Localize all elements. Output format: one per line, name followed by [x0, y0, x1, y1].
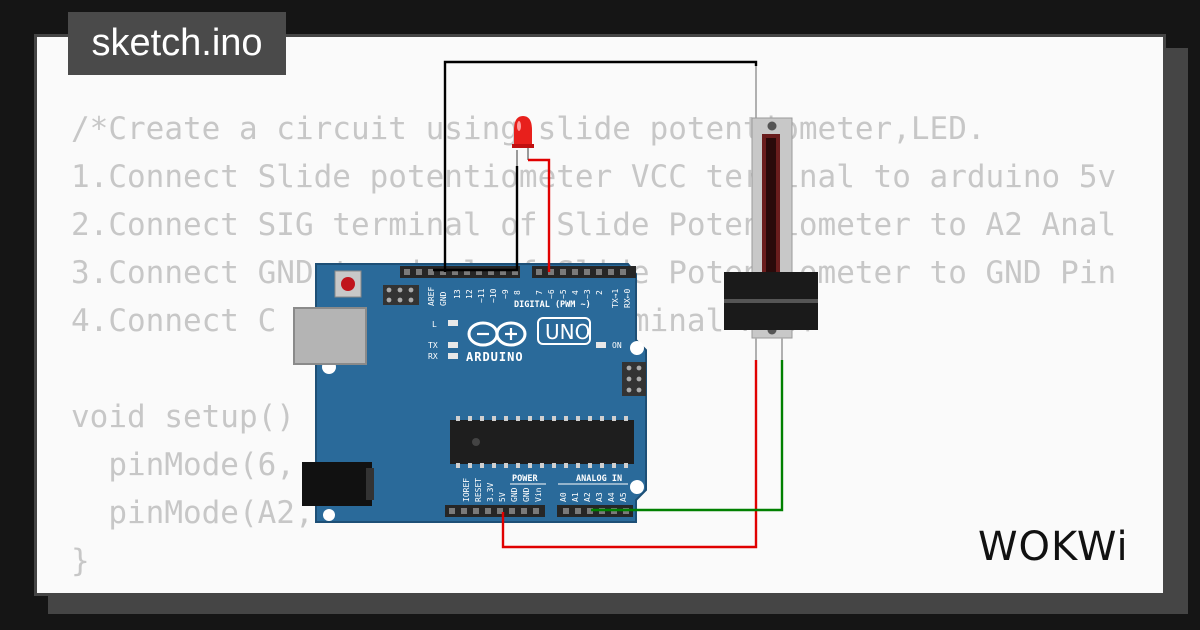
led-l: [448, 320, 458, 326]
board-brand: ARDUINO: [466, 350, 524, 364]
pin-label: RX←0: [623, 289, 632, 308]
pin-label: ~11: [477, 288, 486, 303]
pin-label: A5: [619, 492, 628, 502]
code-line: pinMode(A2,: [71, 495, 314, 531]
pin-label: A2: [583, 492, 592, 502]
pin-label: ~6: [547, 289, 556, 299]
pin-label: 4: [571, 290, 580, 295]
wire-a2-signal[interactable]: [591, 360, 784, 512]
led-tx-label: TX: [428, 341, 438, 350]
pin-label: GND: [439, 291, 448, 306]
pin-label: IOREF: [462, 478, 471, 502]
pin-label: 5V: [498, 492, 507, 502]
pin-label: A4: [607, 492, 616, 502]
pin-label: ~10: [489, 288, 498, 303]
power-header: [445, 505, 545, 517]
pin-label: 12: [465, 289, 474, 299]
pin-label: 8: [513, 290, 522, 295]
slider-knob[interactable]: [724, 272, 818, 330]
pin-label: ~9: [501, 289, 510, 299]
led-tx: [448, 342, 458, 348]
arduino-logo: [467, 321, 527, 347]
board-model: UNO: [545, 320, 590, 344]
wire-led-gnd[interactable]: [443, 60, 758, 272]
pin-label: RESET: [474, 478, 483, 502]
wokwi-logo: WOKWi: [978, 524, 1129, 570]
led-on: [596, 342, 606, 348]
pin-label: A1: [571, 492, 580, 502]
pin-label: ~3: [583, 289, 592, 299]
wire-led-pin6[interactable]: [528, 158, 551, 272]
power-jack: [302, 462, 374, 506]
pin-label: A3: [595, 492, 604, 502]
mounting-hole: [630, 341, 644, 355]
code-line: }: [71, 543, 90, 579]
pin-label: 7: [535, 290, 544, 295]
pin-label: TX→1: [611, 289, 620, 308]
slide-potentiometer[interactable]: [724, 64, 818, 360]
pin-label: Vin: [534, 487, 543, 502]
led-on-label: ON: [612, 341, 622, 350]
pin-label: GND: [522, 487, 531, 502]
code-line: void setup(): [71, 399, 295, 435]
mounting-hole: [323, 509, 335, 521]
icsp-header-2: [622, 362, 646, 396]
wire-5v-vcc[interactable]: [501, 360, 758, 549]
file-tab-label: sketch.ino: [91, 22, 263, 64]
atmega-chip: [450, 416, 634, 468]
pin-label: AREF: [427, 287, 436, 306]
mounting-hole: [630, 480, 644, 494]
analog-header-label: ANALOG IN: [576, 474, 622, 484]
pin-label: 3.3V: [486, 483, 495, 502]
digital-header-label: DIGITAL (PWM ~): [514, 300, 591, 310]
usb-connector: [293, 307, 367, 365]
code-line: /*Create a circuit using slide potentiom…: [71, 111, 986, 147]
icsp-header: [383, 285, 419, 305]
led-l-label: L: [432, 320, 437, 329]
red-led[interactable]: [512, 116, 534, 166]
uno-badge: [537, 317, 591, 345]
reset-button[interactable]: [334, 270, 362, 298]
wokwi-logo-text: WOKWi: [978, 524, 1129, 570]
led-rx-label: RX: [428, 352, 438, 361]
pin-label: 13: [453, 289, 462, 299]
code-line: pinMode(6,: [71, 447, 295, 483]
pin-label: GND: [510, 487, 519, 502]
led-rx: [448, 353, 458, 359]
wire-led-cathode[interactable]: [433, 166, 519, 272]
power-header-label: POWER: [512, 474, 538, 484]
pin-label: A0: [559, 492, 568, 502]
file-tab[interactable]: sketch.ino: [68, 12, 286, 75]
pin-label: 2: [595, 290, 604, 295]
arduino-uno-board[interactable]: AREF GND 13 12 ~11 ~10 ~9 8 7 ~6 ~5 4 ~3…: [293, 263, 647, 523]
pin-label: ~5: [559, 289, 568, 299]
